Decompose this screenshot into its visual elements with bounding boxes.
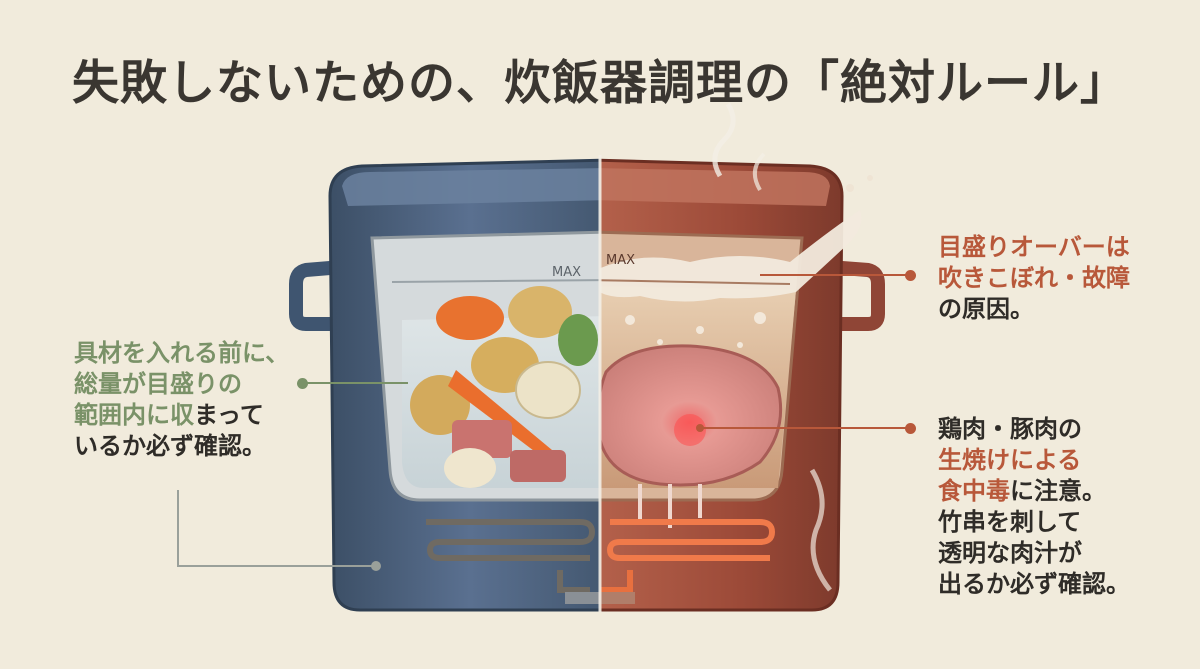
note-check-fill-level: 具材を入れる前に、総量が目盛りの範囲内に収まっているか必ず確認。	[74, 338, 289, 462]
onion	[444, 448, 496, 488]
note-text-suffix: に注意。	[1010, 477, 1106, 505]
note-line: 竹串を刺して	[938, 507, 1130, 538]
note-undercooked-meat: 鶏肉・豚肉の生焼けによる食中毒に注意。竹串を刺して透明な肉汁が出るか必ず確認。	[938, 414, 1130, 600]
note-text: 目盛りオーバーは	[938, 233, 1130, 261]
right-handle	[835, 261, 885, 331]
left-handle	[289, 261, 337, 331]
note-text: 具材を入れる前に、	[74, 339, 290, 367]
note-text: 食中毒	[938, 477, 1010, 505]
note-text: 吹きこぼれ・故障	[938, 264, 1130, 292]
note-line: 吹きこぼれ・故障	[938, 263, 1130, 294]
note-line: 鶏肉・豚肉の	[938, 414, 1130, 445]
note-line: 透明な肉汁が	[938, 538, 1130, 569]
note-line: 目盛りオーバーは	[938, 232, 1130, 263]
undercooked-center	[674, 414, 706, 446]
note-text: 総量が目盛りの	[74, 370, 242, 398]
max-label-right: MAX	[606, 253, 635, 268]
note-line: 生焼けによる	[938, 445, 1130, 476]
note-text: 鶏肉・豚肉の	[938, 415, 1082, 443]
heating-coil-hot	[606, 519, 776, 561]
note-overfill-warning: 目盛りオーバーは吹きこぼれ・故障の原因。	[938, 232, 1130, 325]
heating-coil-cold	[426, 519, 596, 561]
steam	[712, 102, 736, 178]
onion	[515, 361, 581, 419]
note-line: 出るか必ず確認。	[938, 569, 1130, 600]
potato	[508, 286, 572, 338]
note-text: 生焼けによる	[938, 446, 1082, 474]
note-text: 範囲内に収	[74, 401, 194, 429]
carrot-piece	[436, 296, 504, 340]
note-line: 総量が目盛りの	[74, 369, 289, 400]
boilover-foam	[600, 210, 862, 302]
carrot	[448, 370, 552, 460]
note-line: の原因。	[938, 294, 1130, 325]
pork-cube	[510, 450, 566, 482]
danger-half: MAX	[600, 102, 885, 612]
callout-dot-left	[297, 378, 308, 389]
note-line: 具材を入れる前に、	[74, 338, 289, 369]
note-text: 出るか必ず確認。	[938, 570, 1130, 598]
safe-half: MAX	[289, 158, 600, 612]
max-label-left: MAX	[552, 265, 581, 280]
note-line: いるか必ず確認。	[74, 431, 289, 462]
note-line: 食中毒に注意。	[938, 476, 1130, 507]
note-text: いるか必ず確認。	[74, 432, 266, 460]
callout-line-left-bottom	[177, 490, 376, 567]
page-title: 失敗しないための、炊飯器調理の「絶対ルール」	[72, 56, 1128, 111]
note-text: 透明な肉汁が	[938, 539, 1082, 567]
note-text: の原因。	[938, 295, 1034, 323]
note-text-suffix: まって	[194, 401, 264, 429]
note-text: 竹串を刺して	[938, 508, 1082, 536]
callout-dot-right-bottom	[905, 423, 916, 434]
greens	[558, 314, 598, 366]
water	[402, 316, 600, 488]
callout-dot-right-top	[905, 270, 916, 281]
note-line: 範囲内に収まって	[74, 400, 289, 431]
